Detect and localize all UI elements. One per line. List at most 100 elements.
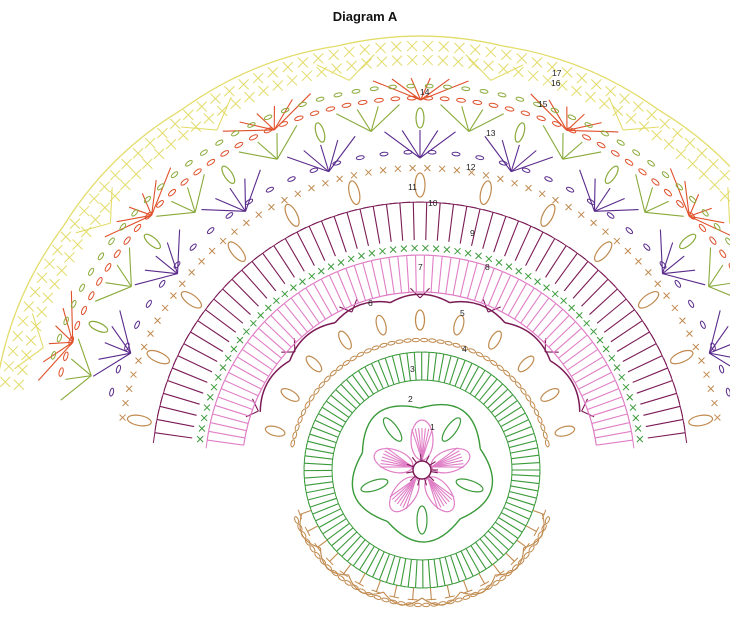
row11-sc bbox=[154, 317, 161, 324]
green-dc bbox=[359, 546, 375, 571]
row10-petal bbox=[669, 349, 694, 365]
row14-chain bbox=[206, 158, 216, 166]
green-dc bbox=[500, 412, 526, 428]
row7-pink bbox=[312, 282, 333, 316]
row4-chain bbox=[297, 415, 303, 424]
row16-post bbox=[465, 54, 492, 81]
row8-sc bbox=[206, 393, 214, 401]
row5-petal bbox=[264, 425, 286, 437]
row7-pink bbox=[494, 274, 512, 309]
row13-fan bbox=[105, 282, 132, 288]
row8-sc bbox=[214, 373, 222, 381]
row4-chain bbox=[364, 348, 372, 354]
tan-chain bbox=[430, 602, 439, 607]
tan-stitch-top bbox=[523, 542, 530, 552]
row4-chain bbox=[515, 381, 522, 389]
row17-sc bbox=[605, 85, 616, 97]
green-dc bbox=[370, 363, 384, 389]
row10-petal bbox=[637, 290, 660, 309]
row9-dc bbox=[177, 355, 213, 373]
row17-sc bbox=[121, 158, 132, 170]
row-number-label: 11 bbox=[408, 182, 417, 192]
green-dc bbox=[479, 538, 499, 561]
row17-sc bbox=[696, 147, 708, 159]
row12-fan bbox=[419, 131, 456, 159]
row16-sc bbox=[346, 60, 357, 72]
row7-pink bbox=[532, 303, 557, 333]
row10-petal bbox=[479, 180, 492, 206]
row7-pink bbox=[553, 327, 582, 353]
row9-dc bbox=[171, 367, 208, 383]
row9-dc bbox=[493, 215, 507, 253]
row17-sc bbox=[531, 57, 543, 68]
green-dc bbox=[325, 400, 350, 418]
row15-chain bbox=[713, 223, 721, 231]
row15-chain bbox=[497, 92, 507, 98]
row10-petal bbox=[126, 414, 152, 427]
row7-pink bbox=[212, 413, 249, 425]
green-dc bbox=[321, 406, 347, 423]
row14-chain bbox=[439, 96, 450, 102]
row8-sc bbox=[290, 284, 297, 291]
row4-chain bbox=[540, 423, 546, 432]
row14-shell bbox=[256, 113, 275, 131]
tan-stitch-top bbox=[325, 557, 334, 566]
row13-leaf bbox=[143, 233, 161, 250]
row14-chain bbox=[168, 188, 177, 197]
green-dc bbox=[413, 352, 417, 381]
row15-chain bbox=[647, 160, 655, 167]
row11-sc bbox=[119, 414, 126, 421]
row9-dc bbox=[156, 418, 195, 428]
green-loop bbox=[459, 448, 494, 520]
row16-sc bbox=[49, 278, 60, 290]
tan-stitch-top bbox=[407, 598, 418, 601]
row15-chain bbox=[443, 84, 453, 90]
row17-sc bbox=[632, 101, 644, 112]
row9-dc bbox=[643, 405, 681, 416]
center-petal-fan bbox=[405, 477, 417, 510]
row11-sc bbox=[255, 211, 263, 219]
tan-stitch bbox=[532, 509, 545, 515]
row12-fan bbox=[501, 139, 512, 172]
row12-chain bbox=[173, 261, 181, 269]
row17-sc bbox=[182, 109, 194, 121]
green-dc bbox=[507, 432, 535, 443]
tan-chain bbox=[365, 591, 374, 598]
row14-shell bbox=[55, 325, 74, 343]
row9-dc bbox=[262, 252, 286, 285]
row17-sc bbox=[546, 61, 558, 73]
row5-petal bbox=[540, 388, 560, 402]
center-petal-fan bbox=[427, 477, 448, 505]
row8-sc bbox=[230, 345, 238, 353]
row12-chain bbox=[158, 279, 166, 288]
row12-chain bbox=[287, 176, 296, 182]
row17-sc bbox=[422, 40, 434, 52]
row9-dc bbox=[459, 206, 468, 244]
row6-arch bbox=[504, 322, 551, 361]
row4-chain bbox=[496, 364, 504, 371]
row12-fan bbox=[662, 273, 706, 286]
tan-chain bbox=[528, 545, 535, 553]
green-dc bbox=[406, 352, 412, 381]
row13-fan bbox=[461, 106, 470, 132]
green-dc bbox=[335, 389, 357, 410]
row15-chain bbox=[108, 237, 115, 246]
green-dc bbox=[439, 558, 446, 586]
row14-shell bbox=[689, 215, 725, 224]
row9-dc bbox=[589, 288, 618, 315]
row11-sc bbox=[453, 166, 461, 174]
row17-sc bbox=[454, 42, 465, 54]
tan-stitch bbox=[505, 552, 515, 562]
center-stitch bbox=[417, 478, 421, 486]
row9-dc bbox=[222, 288, 251, 315]
row12-chain bbox=[565, 186, 575, 193]
row13-leaf bbox=[221, 165, 236, 185]
row13-fan bbox=[370, 104, 400, 132]
center-petal-fan bbox=[396, 477, 417, 505]
row5-petal bbox=[338, 330, 352, 350]
row-number-label: 1 bbox=[430, 422, 435, 432]
row12-fan bbox=[709, 352, 730, 358]
row13-fan bbox=[635, 174, 646, 213]
row12-chain bbox=[309, 167, 319, 173]
row16-sc bbox=[598, 98, 610, 110]
